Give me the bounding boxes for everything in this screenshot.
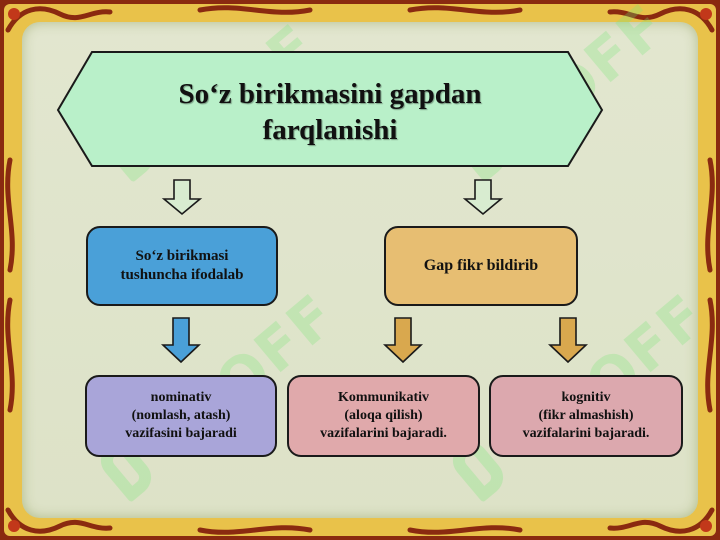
arrow-title-to-left — [161, 179, 203, 216]
leaf-label: nominativ (nomlash, atash) vazifasini ba… — [125, 390, 237, 441]
diagram-title: So‘z birikmasini gapdan farqlanishi — [178, 78, 482, 147]
arrow-right-to-kommunikativ — [382, 317, 424, 364]
arrow-right-to-kognitiv — [547, 317, 589, 364]
arrow-title-to-right — [462, 179, 504, 216]
branch-label: Gap fikr bildirib — [423, 256, 539, 274]
branch-box-gap: Gap fikr bildirib — [384, 226, 578, 306]
arrow-left-to-nominativ — [160, 317, 202, 364]
title-hexagon — [56, 51, 604, 167]
branch-label: So‘z birikmasi tushuncha ifodalab — [120, 247, 244, 283]
leaf-box-kommunikativ: Kommunikativ (aloqa qilish) vazifalarini… — [287, 375, 480, 457]
leaf-box-kognitiv: kognitiv (fikr almashish) vazifalarini b… — [489, 375, 683, 457]
leaf-box-nominativ: nominativ (nomlash, atash) vazifasini ba… — [85, 375, 277, 457]
branch-box-soz-birikmasi: So‘z birikmasi tushuncha ifodalab — [86, 226, 278, 306]
leaf-label: Kommunikativ (aloqa qilish) vazifalarini… — [320, 390, 447, 441]
leaf-label: kognitiv (fikr almashish) vazifalarini b… — [522, 390, 650, 441]
